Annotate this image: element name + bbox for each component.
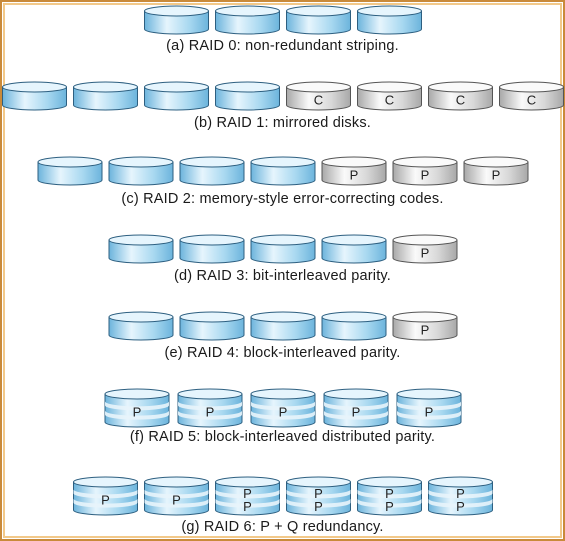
data-disk bbox=[250, 311, 316, 341]
parity-disk: P bbox=[392, 156, 458, 186]
disk-label: P bbox=[421, 246, 430, 261]
data-disk bbox=[2, 81, 67, 111]
data-disk bbox=[179, 234, 245, 264]
distributed-parity-disk: PP bbox=[357, 476, 422, 516]
raid-caption-3: (d) RAID 3: bit-interleaved parity. bbox=[173, 268, 392, 284]
parity-disk: P bbox=[463, 156, 529, 186]
disk-label: P bbox=[243, 499, 252, 514]
raid-caption-0: (a) RAID 0: non-redundant striping. bbox=[166, 38, 399, 54]
data-disk bbox=[108, 234, 174, 264]
distributed-parity-disk: P bbox=[396, 388, 462, 428]
raid-caption-2: (c) RAID 2: memory-style error-correctin… bbox=[121, 191, 444, 207]
disk-label: P bbox=[350, 168, 359, 183]
distributed-parity-disk: PP bbox=[428, 476, 493, 516]
data-disk bbox=[179, 311, 245, 341]
data-disk bbox=[286, 5, 351, 35]
mirror-disk: C bbox=[286, 81, 351, 111]
disk-label: P bbox=[243, 486, 252, 501]
raid-caption-4: (e) RAID 4: block-interleaved parity. bbox=[164, 345, 401, 361]
disk-label: P bbox=[172, 493, 181, 508]
disk-label: C bbox=[314, 93, 323, 108]
mirror-disk: C bbox=[499, 81, 564, 111]
data-disk bbox=[250, 156, 316, 186]
raid-row-3: P bbox=[108, 234, 458, 264]
distributed-parity-disk: P bbox=[144, 476, 209, 516]
disk-label: P bbox=[456, 486, 465, 501]
disk-label: P bbox=[492, 168, 501, 183]
data-disk bbox=[37, 156, 103, 186]
disk-label: P bbox=[385, 486, 394, 501]
data-disk bbox=[321, 234, 387, 264]
distributed-parity-disk: P bbox=[250, 388, 316, 428]
mirror-disk: C bbox=[428, 81, 493, 111]
data-disk bbox=[144, 81, 209, 111]
distributed-parity-disk: P bbox=[104, 388, 170, 428]
disk-label: P bbox=[314, 486, 323, 501]
disk-label: C bbox=[456, 93, 465, 108]
data-disk bbox=[215, 5, 280, 35]
data-disk bbox=[321, 311, 387, 341]
disk-label: P bbox=[352, 405, 361, 420]
raid-caption-5: (f) RAID 5: block-interleaved distribute… bbox=[129, 429, 436, 445]
disk-label: P bbox=[279, 405, 288, 420]
raid-row-0 bbox=[144, 5, 422, 35]
data-disk bbox=[179, 156, 245, 186]
data-disk bbox=[357, 5, 422, 35]
data-disk bbox=[108, 156, 174, 186]
disk-label: P bbox=[425, 405, 434, 420]
raid-caption-1: (b) RAID 1: mirrored disks. bbox=[193, 115, 371, 131]
disk-label: P bbox=[421, 168, 430, 183]
distributed-parity-disk: PP bbox=[215, 476, 280, 516]
data-disk bbox=[108, 311, 174, 341]
data-disk bbox=[215, 81, 280, 111]
disk-label: P bbox=[314, 499, 323, 514]
disk-label: P bbox=[385, 499, 394, 514]
distributed-parity-disk: P bbox=[73, 476, 138, 516]
disk-label: P bbox=[206, 405, 215, 420]
raid-row-4: P bbox=[108, 311, 458, 341]
disk-label: P bbox=[421, 323, 430, 338]
disk-label: P bbox=[133, 405, 142, 420]
distributed-parity-disk: PP bbox=[286, 476, 351, 516]
parity-disk: P bbox=[392, 234, 458, 264]
disk-label: P bbox=[456, 499, 465, 514]
data-disk bbox=[73, 81, 138, 111]
parity-disk: P bbox=[321, 156, 387, 186]
parity-disk: P bbox=[392, 311, 458, 341]
distributed-parity-disk: P bbox=[177, 388, 243, 428]
mirror-disk: C bbox=[357, 81, 422, 111]
data-disk bbox=[250, 234, 316, 264]
frame-inner bbox=[3, 3, 562, 538]
raid-caption-6: (g) RAID 6: P + Q redundancy. bbox=[181, 519, 384, 535]
disk-label: P bbox=[101, 493, 110, 508]
disk-label: C bbox=[527, 93, 536, 108]
data-disk bbox=[144, 5, 209, 35]
distributed-parity-disk: P bbox=[323, 388, 389, 428]
disk-label: C bbox=[385, 93, 394, 108]
